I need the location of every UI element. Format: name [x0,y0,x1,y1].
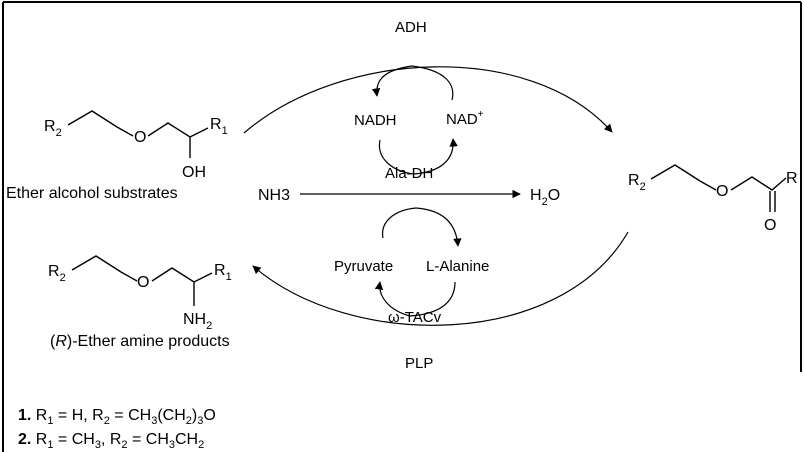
ether-oxygen-ketone: O [716,183,728,200]
ketone-intermediate-structure: R2 O O R [628,164,798,234]
nad-arc-bottom-right [413,138,458,175]
r2-label-product: R2 [48,263,66,284]
alanine-arc-top-left [382,207,417,239]
nh3-label: NH3 [258,187,290,204]
ether-oxygen-product: O [137,274,149,291]
substrate-caption: Ether alcohol substrates [6,185,178,202]
ether-alcohol-structure: R2 O R1 OH [44,110,228,181]
water-label: H2O [530,187,560,208]
product-caption: (R)-Ether amine products [50,333,230,350]
pyruvate-arc-bottom-right [409,281,456,317]
alanine-arc-top-right [415,207,462,247]
pyruvate-label: Pyruvate [334,258,393,275]
oxidation-arc [243,66,613,134]
pyruvate-arc-bottom-left [374,281,411,317]
r2-label-ketone: R2 [628,172,646,193]
ether-amine-structure: R2 O R1 NH2 [48,255,232,332]
r-label-ketone: R [786,170,798,187]
amination-arc [252,231,629,326]
nadh-label: NADH [354,112,397,129]
hydroxyl-group: OH [182,164,206,181]
nad-arc-bottom-left [378,139,415,175]
adh-label: ADH [395,19,427,36]
nadh-arc-top-right [411,65,454,101]
nadh-arc-left [371,65,413,97]
r2-label: R2 [44,118,62,139]
ala-dh-label: Ala-DH [385,165,433,182]
ether-oxygen: O [134,129,146,146]
compound-1-legend: 1. R1 = H, R2 = CH3(CH2)3O [18,407,216,427]
r1-label-product: R1 [214,262,232,283]
tacv-label: ω-TACv [388,309,442,326]
nad-plus-label: NAD+ [446,109,484,128]
r1-label: R1 [210,116,228,137]
compound-2-legend: 2. R1 = CH3, R2 = CH3CH2 [18,431,204,451]
l-alanine-label: L-Alanine [426,258,489,275]
plp-label: PLP [405,355,433,372]
ketone-oxygen: O [764,217,776,234]
amine-group: NH2 [183,311,212,332]
